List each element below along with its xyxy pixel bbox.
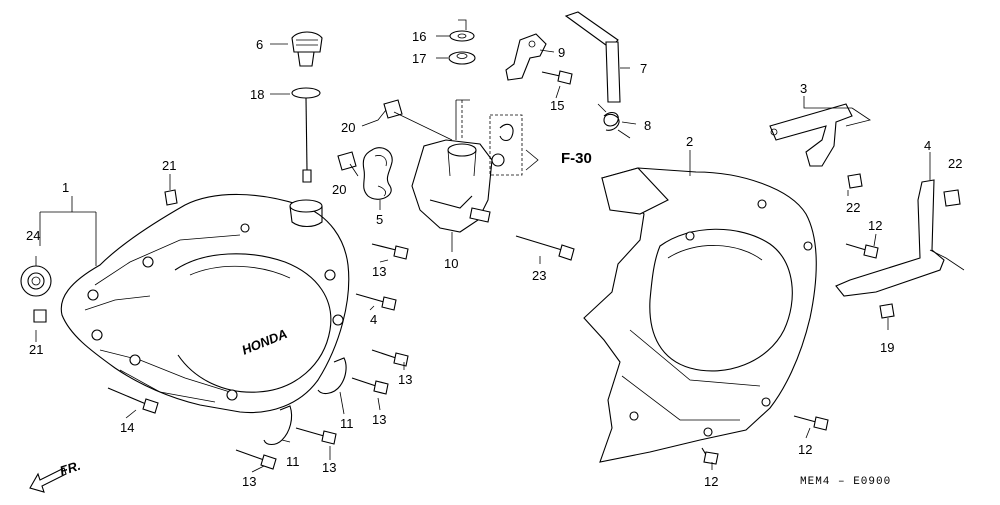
leader-lines: [35, 35, 965, 473]
callout-14: 14: [120, 420, 134, 435]
callout-21: 21: [29, 342, 43, 357]
callout-12: 12: [798, 442, 812, 457]
o-ring-18: [291, 87, 321, 99]
callout-20: 20: [341, 120, 355, 135]
callout-23: 23: [532, 268, 546, 283]
front-arrow-icon: [29, 467, 67, 493]
callout-13: 13: [322, 460, 336, 475]
front-label: FR.: [58, 458, 83, 479]
flange-bolts-left: [107, 243, 409, 470]
callout-3: 3: [800, 81, 807, 96]
callout-22: 22: [846, 200, 860, 215]
callout-10: 10: [444, 256, 458, 271]
diagram-code: MEM4 – E0900: [800, 476, 891, 488]
callout-24: 24: [26, 228, 40, 243]
callout-17: 17: [412, 51, 426, 66]
callout-15: 15: [550, 98, 564, 113]
left-crankcase-cover: HONDA: [60, 193, 350, 414]
callout-4: 4: [370, 312, 377, 327]
bracket-4-right: [835, 179, 945, 297]
callout-21: 21: [162, 158, 176, 173]
callout-2: 2: [686, 134, 693, 149]
callout-13: 13: [398, 372, 412, 387]
callout-1: 1: [62, 180, 69, 195]
callout-7: 7: [640, 61, 647, 76]
spring-8: [597, 103, 631, 139]
front-direction-marker: FR.: [29, 458, 83, 493]
bolt-23: [515, 235, 575, 261]
callout-13: 13: [242, 474, 256, 489]
callout-6: 6: [256, 37, 263, 52]
callout-16: 16: [412, 29, 426, 44]
callout-11: 11: [286, 454, 300, 469]
callout-18: 18: [250, 87, 264, 102]
flange-bolts-right: [701, 173, 961, 465]
reference-f30: F-30: [561, 150, 592, 167]
shift-rod-7: [564, 11, 621, 103]
bracket-9: [505, 33, 547, 81]
callout-11: 11: [340, 416, 354, 431]
oil-dipstick-6: [291, 31, 323, 183]
washer-16: [449, 19, 475, 42]
oil-seal-24: [20, 265, 52, 297]
callout-numbers: 1 24 21 21 6 18 20 20 5 13 4 13 13 13 13…: [26, 29, 962, 489]
callout-22: 22: [948, 156, 962, 171]
bracket-3: [769, 103, 853, 167]
callout-19: 19: [880, 340, 894, 355]
nut-17: [448, 51, 476, 65]
callout-13: 13: [372, 412, 386, 427]
callout-12: 12: [704, 474, 718, 489]
detail-callout: [461, 100, 539, 176]
callout-20: 20: [332, 182, 346, 197]
callout-5: 5: [376, 212, 383, 227]
callout-8: 8: [644, 118, 651, 133]
callout-12: 12: [868, 218, 882, 233]
right-cover-2: [583, 167, 817, 463]
gasket-5: [362, 147, 393, 200]
callout-4: 4: [924, 138, 931, 153]
bolt-15: [541, 70, 573, 85]
dowel-pin-21: [33, 189, 178, 323]
oil-filter-housing-10: [411, 139, 505, 233]
callout-13: 13: [372, 264, 386, 279]
callout-9: 9: [558, 45, 565, 60]
